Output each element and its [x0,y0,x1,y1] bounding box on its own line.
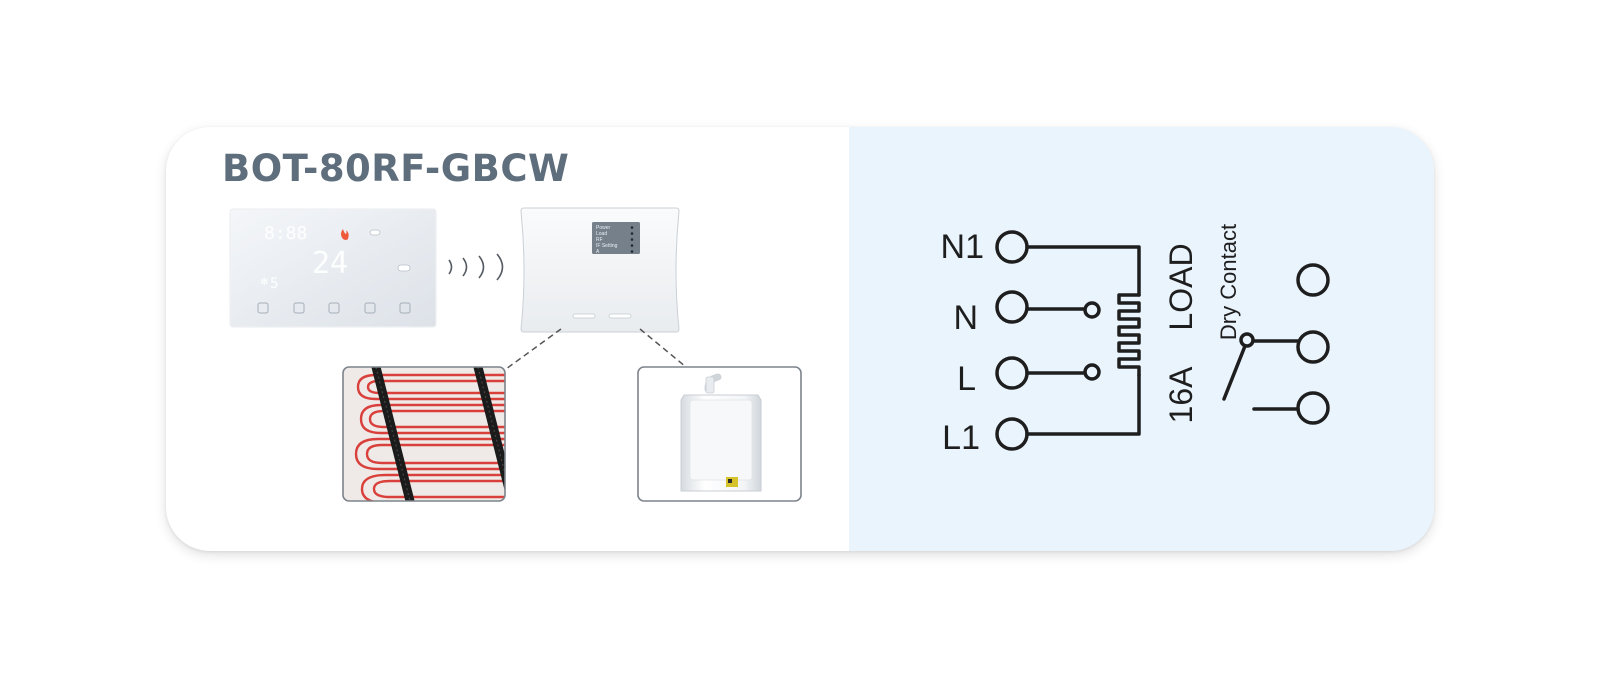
fan-icon: ✻ [260,277,268,288]
svg-text:RF: RF [596,237,603,243]
load-resistor [1117,293,1141,377]
node-l [1083,363,1101,381]
current-rating-label: 16A [1163,366,1199,424]
terminal-l1 [995,417,1029,451]
svg-text:Power: Power [596,225,611,231]
time-button[interactable] [328,302,340,314]
svg-text:A: A [596,249,600,255]
terminal-label-n: N [953,299,978,337]
connector-to-cable [505,328,562,370]
thermostat-temperature: 24 [312,246,348,281]
dry-contact-label: Dry Contact [1216,224,1241,340]
connector-to-boiler [639,328,687,368]
product-illustration: 8:88 24 5 ✻ [229,207,802,502]
svg-text:Load: Load [596,231,607,237]
thermostat-small-readout: 5 [270,276,278,292]
flame-icon [341,229,349,240]
node-n [1083,301,1101,319]
receiver-button-right[interactable] [608,313,632,319]
dry-contact-pivot [1239,332,1255,348]
terminal-label-l: L [957,360,976,398]
cloud-icon [369,229,381,236]
receiver-button-left[interactable] [572,313,596,319]
gas-boiler-image [637,366,802,502]
home-button[interactable] [364,302,376,314]
terminal-label-l1: L1 [942,419,980,457]
receiver-led-labels: Power Load RF IF Setting A [596,225,618,255]
settings-button[interactable] [399,302,411,314]
wire-l1 [1025,373,1141,436]
power-button[interactable] [257,302,269,314]
thermostat-panel: 8:88 24 5 ✻ [229,208,437,328]
dry-contact-terminal-bottom [1296,391,1330,425]
wiring-diagram: N1 N L L1 LOAD 16A Dry Contact [941,224,1330,457]
floor-heating-cable-image [342,366,506,502]
terminal-n1 [995,230,1029,264]
terminal-label-n1: N1 [941,228,984,266]
svg-text:IF Setting: IF Setting [596,243,618,249]
wiring-panel [849,127,1434,551]
terminal-l [995,356,1029,390]
product-model-title: BOT-80RF-GBCW [222,147,570,190]
dry-contact-terminal-middle [1296,330,1330,364]
receiver-led-panel [592,222,640,254]
dry-contact-terminal-top [1296,263,1330,297]
thermostat-clock: 8:88 [264,223,307,244]
product-card: BOT-80RF-GBCW 8:88 [166,127,1434,551]
wire-n1 [1025,245,1141,297]
receiver-unit: Power Load RF IF Setting A [520,207,680,333]
rf-signal-icon [448,253,504,281]
toggle-icon [397,264,411,272]
mode-button[interactable] [293,302,305,314]
thermostat-buttons [257,302,411,314]
load-label: LOAD [1163,243,1199,330]
terminal-n [995,290,1029,324]
dry-contact-switch-arm [1222,344,1247,401]
